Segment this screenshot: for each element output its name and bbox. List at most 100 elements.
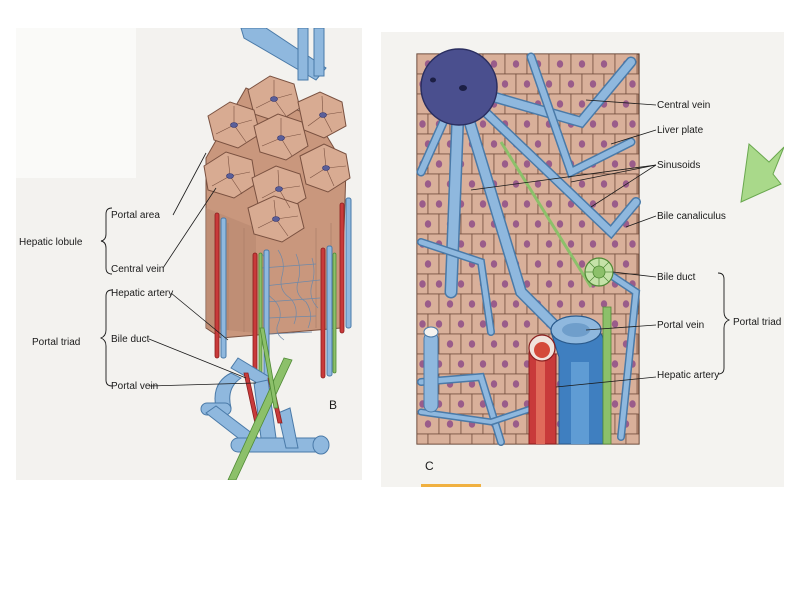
hepatocyte-nucleus	[501, 200, 509, 208]
hepatocyte-nucleus	[424, 300, 432, 308]
hepatocyte	[427, 433, 451, 445]
label-hepatic-lobule: Hepatic lobule	[19, 237, 83, 248]
hepatocyte-nucleus	[578, 260, 586, 268]
hepatocyte-nucleus	[479, 240, 487, 248]
hepatocyte-nucleus	[457, 400, 465, 408]
hepatocyte-nucleus	[457, 360, 465, 368]
central-vein	[420, 48, 498, 126]
hepatocyte	[471, 433, 495, 445]
bile-canaliculus-line	[499, 141, 593, 288]
hepatocyte-nucleus	[490, 380, 498, 388]
hepatocyte-nucleus	[556, 60, 564, 68]
hepatocyte-nucleus	[629, 160, 636, 168]
hepatocyte-nucleus	[545, 80, 553, 88]
hepatocyte-nucleus	[578, 60, 586, 68]
hepatocyte-nucleus	[534, 260, 542, 268]
hepatocyte-nucleus	[501, 400, 509, 408]
hepatocyte-nucleus	[523, 80, 531, 88]
hepatocyte-nucleus	[600, 300, 608, 308]
hepatocyte-nucleus	[424, 260, 432, 268]
hepatocyte-nucleus	[468, 180, 476, 188]
label-portal-triad: Portal triad	[32, 337, 80, 348]
hepatocyte-nucleus	[501, 360, 509, 368]
hepatocyte-nucleus	[512, 420, 520, 428]
hepatocyte-nucleus	[419, 280, 426, 288]
hepatocyte-nucleus	[479, 120, 487, 128]
hepatocyte-nucleus	[479, 320, 487, 328]
hepatocyte-nucleus	[611, 320, 619, 328]
hepatocyte-nucleus	[424, 420, 432, 428]
hepatocyte-nucleus	[578, 180, 586, 188]
hepatocyte-nucleus	[419, 320, 426, 328]
hepatocyte-nucleus	[611, 120, 619, 128]
panel-letter-c: C	[425, 459, 434, 473]
panel-b-leaders	[99, 152, 257, 387]
hepatocyte-nucleus	[501, 280, 509, 288]
hepatic-artery	[528, 334, 557, 445]
portal-vein-tree	[200, 327, 330, 480]
hepatocyte-nucleus	[490, 140, 498, 148]
label-portal-vein-c: Portal vein	[657, 320, 704, 331]
label-bile-duct: Bile duct	[111, 334, 150, 345]
hepatocyte-nucleus	[446, 340, 454, 348]
label-central-vein-c: Central vein	[657, 100, 710, 111]
paper-highlight	[16, 28, 136, 178]
hepatocyte-nucleus	[490, 300, 498, 308]
page-tab-marker	[421, 484, 481, 487]
label-hepatic-artery-c: Hepatic artery	[657, 370, 719, 381]
hepatocyte-nucleus	[479, 360, 487, 368]
hepatocyte-nucleus	[512, 340, 520, 348]
bile-duct	[584, 257, 614, 445]
hepatocyte-nucleus	[523, 240, 531, 248]
lobule-spokes	[211, 80, 347, 237]
label-sinusoids: Sinusoids	[657, 160, 700, 171]
hepatocyte-nucleus	[446, 300, 454, 308]
sinusoid-mesh	[260, 249, 321, 341]
label-portal-area: Portal area	[111, 210, 160, 221]
hepatocyte-nucleus	[578, 140, 586, 148]
hepatocyte-nucleus	[545, 240, 553, 248]
hepatocyte-nucleus	[556, 220, 564, 228]
hepatocyte-nucleus	[629, 400, 636, 408]
hepatocyte-nucleus	[600, 180, 608, 188]
label-central-vein: Central vein	[111, 264, 164, 275]
label-bile-canaliculus: Bile canaliculus	[657, 211, 726, 222]
hepatocyte-nucleus	[578, 300, 586, 308]
hepatocyte-nucleus	[512, 300, 520, 308]
triad-vessels-right	[320, 197, 352, 379]
tissue-section	[416, 48, 641, 446]
hepatocyte-nucleus	[589, 240, 597, 248]
panel-c-leaders	[470, 99, 731, 388]
hepatocyte-nucleus	[501, 80, 509, 88]
panel-b-drawing: Hepatic lobule Portal area Central vein …	[16, 28, 362, 480]
hepatocyte	[625, 433, 640, 445]
hepatocyte-nucleus	[501, 320, 509, 328]
hepatocyte-nucleus	[567, 240, 575, 248]
hepatic-vein-top	[240, 28, 327, 81]
hepatocyte-nucleus	[622, 300, 630, 308]
hepatocyte-nucleus	[523, 320, 531, 328]
hepatocyte-nucleus	[419, 120, 426, 128]
hepatocyte-nucleus	[589, 200, 597, 208]
label-portal-triad-c: Portal triad	[733, 317, 781, 328]
hepatocyte-nucleus	[501, 160, 509, 168]
hepatocyte-nucleus	[424, 220, 432, 228]
hepatocyte-nucleus	[512, 380, 520, 388]
hepatocyte-nucleus	[468, 300, 476, 308]
hepatocyte-nucleus	[589, 120, 597, 128]
hepatocyte-nucleus	[629, 240, 636, 248]
triad-vessels-left	[214, 212, 270, 379]
label-hepatic-artery: Hepatic artery	[111, 288, 173, 299]
hepatocyte-nucleus	[435, 160, 443, 168]
hepatocyte-nucleus	[589, 80, 597, 88]
hepatocyte-nucleus	[435, 280, 443, 288]
lymph-vessel	[423, 326, 439, 413]
label-bile-duct-c: Bile duct	[657, 272, 696, 283]
hepatocyte-nucleus	[435, 200, 443, 208]
hepatocyte-nucleus	[629, 80, 636, 88]
hepatocyte-nucleus	[490, 60, 498, 68]
hepatocyte-nucleus	[490, 260, 498, 268]
portal-vein	[550, 315, 606, 445]
hepatocyte-nucleus	[567, 280, 575, 288]
hepatocyte-nucleus	[424, 180, 432, 188]
